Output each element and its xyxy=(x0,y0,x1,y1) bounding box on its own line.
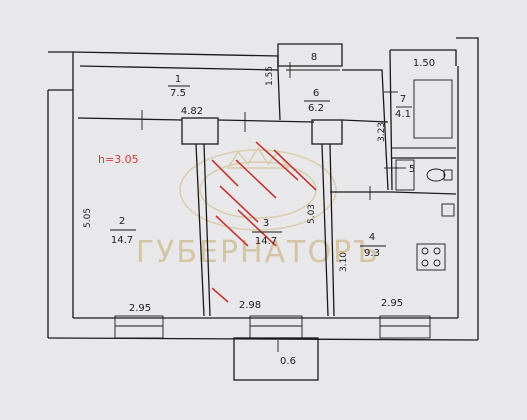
watermark: ГУБЕРНАТОРЪ xyxy=(136,146,380,270)
room-7-area: 4.1 xyxy=(395,109,411,120)
bathtub xyxy=(413,79,453,139)
dim-5-03: 5.03 xyxy=(307,204,317,224)
dim-2-95-left: 2.95 xyxy=(129,303,151,314)
dimension-labels: 8 1.55 1.50 4.82 3.23 5 5.05 5.03 3.10 2… xyxy=(83,52,435,367)
toilet-icon xyxy=(426,168,446,182)
room-1-area: 7.5 xyxy=(170,88,186,99)
balcony xyxy=(233,337,319,381)
room-4-number: 4 xyxy=(369,232,375,243)
stove-icon xyxy=(416,243,446,271)
room-6-area: 6.2 xyxy=(308,103,324,114)
dim-5-05: 5.05 xyxy=(83,208,93,228)
room-3-hatching xyxy=(211,141,317,303)
toilet-room xyxy=(395,159,415,191)
room-4-area: 9.3 xyxy=(364,248,380,259)
doors xyxy=(141,62,398,200)
dim-1-50: 1.50 xyxy=(413,58,435,69)
dim-8: 8 xyxy=(311,52,317,63)
sink-icon xyxy=(441,203,455,217)
room-1-number: 1 xyxy=(175,74,181,85)
ceiling-height-note: h=3.05 xyxy=(98,153,139,166)
window-left xyxy=(114,315,164,339)
dim-3-23: 3.23 xyxy=(377,122,387,142)
room-7-number: 7 xyxy=(400,94,406,105)
dim-2-95-right: 2.95 xyxy=(381,298,403,309)
room-2-area: 14.7 xyxy=(111,235,133,246)
dim-1-55: 1.55 xyxy=(265,66,275,86)
room-labels: 1 7.5 2 14.7 3 14.7 4 9.3 6 6.2 7 4.1 xyxy=(110,74,412,259)
window-middle xyxy=(249,315,303,339)
watermark-text: ГУБЕРНАТОРЪ xyxy=(136,235,380,270)
room-3-area: 14.7 xyxy=(255,236,277,247)
windows xyxy=(114,315,431,339)
dim-0-6: 0.6 xyxy=(280,356,296,367)
outer-walls xyxy=(47,37,479,341)
dim-4-82: 4.82 xyxy=(181,106,203,117)
dim-2-98: 2.98 xyxy=(239,300,261,311)
room-6-number: 6 xyxy=(313,88,319,99)
room-2-number: 2 xyxy=(119,216,125,227)
dim-3-10: 3.10 xyxy=(339,252,349,272)
room-3-number: 3 xyxy=(263,218,269,229)
window-right xyxy=(379,315,431,339)
interior-walls xyxy=(77,49,457,317)
vent-block-left xyxy=(181,117,219,145)
dim-5: 5 xyxy=(409,164,415,175)
vent-block-right xyxy=(311,119,343,145)
